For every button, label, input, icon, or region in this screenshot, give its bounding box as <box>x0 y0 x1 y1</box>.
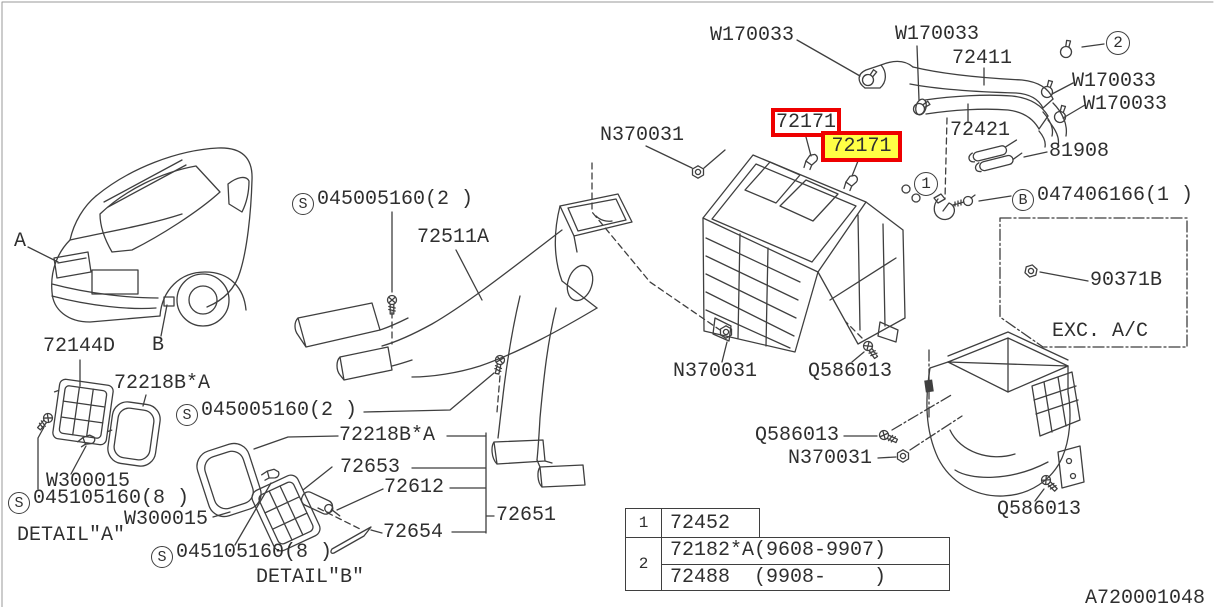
fastener-number: 045005160(2 ) <box>317 188 474 211</box>
part-label-w170033-2: W170033 <box>895 23 980 46</box>
table-key-cell: 1 <box>626 509 662 537</box>
callout-circle-2-table: 2 <box>638 555 649 573</box>
table-value-72182a: 72182*A(9608-9907) <box>670 539 887 563</box>
part-label-90371b: 90371B <box>1090 269 1163 292</box>
parts-table-row-1: 1 72452 <box>625 508 760 538</box>
blower-unit <box>891 331 1085 497</box>
leader-lines <box>27 39 1105 546</box>
part-label-n370031-bottom: N370031 <box>673 360 758 383</box>
lever-72612 <box>300 491 341 517</box>
note-exc-ac: EXC. A/C <box>1052 320 1149 343</box>
screw-icon-duct-2 <box>492 354 506 376</box>
screw-icon-q586013-blower-side <box>877 428 900 446</box>
hanger-hook-callout-1 <box>933 193 956 221</box>
screw-icon-q586013-heater <box>861 339 881 361</box>
s-circle-icon: S <box>292 193 314 215</box>
part-label-w170033-4: W170033 <box>1083 93 1168 116</box>
fastener-number: 045105160(8 ) <box>176 541 333 564</box>
part-label-72653: 72653 <box>340 456 401 479</box>
s-circle-icon: S <box>8 492 30 514</box>
part-label-n370031-blower: N370031 <box>788 447 873 470</box>
part-label-w170033-1: W170033 <box>710 24 795 47</box>
part-label-w300015-1: W300015 <box>46 470 131 493</box>
part-label-72654: 72654 <box>383 521 444 544</box>
fastener-number: 045105160(8 ) <box>33 487 190 510</box>
fastener-number: 047406166(1 ) <box>1037 184 1194 207</box>
part-label-72612: 72612 <box>384 476 445 499</box>
clamp-icon-callout-2 <box>1055 38 1079 61</box>
part-label-72511a: 72511A <box>417 226 490 249</box>
view-label-b: B <box>152 334 165 357</box>
callout-circle-1: 1 <box>914 172 938 196</box>
vent-grille-72144d <box>52 378 114 446</box>
fastener-number: 045005160(2 ) <box>201 399 358 422</box>
bolt-047406166 <box>952 194 976 207</box>
gasket-72218ba-detail-b <box>196 442 262 518</box>
highlighted-part-label-72171-b[interactable]: 72171 <box>821 131 902 162</box>
table-value-72488: 72488 (9908- ) <box>662 563 949 591</box>
pipe-bracket-81908 <box>968 139 1023 173</box>
exc-ac-box <box>999 217 1188 348</box>
part-label-72651: 72651 <box>496 504 557 527</box>
nut-icon-n370031-blower <box>896 449 910 463</box>
car-rear-view <box>51 147 253 327</box>
detail-b-title: DETAIL"B" <box>256 566 365 589</box>
heater-unit <box>702 149 921 353</box>
callout-circle-2: 2 <box>1106 31 1130 55</box>
part-label-72218ba-2: 72218B*A <box>339 424 436 447</box>
b-circle-icon: B <box>1012 189 1034 211</box>
duct-72511a <box>294 193 633 488</box>
part-label-72421: 72421 <box>950 119 1011 142</box>
callout-circle-1-table: 1 <box>638 514 649 532</box>
table-value-72452: 72452 <box>670 511 731 535</box>
detail-a-title: DETAIL"A" <box>17 524 126 547</box>
nut-icon-90371b <box>1023 263 1039 279</box>
clamp-icon-w170033-3 <box>1036 78 1060 101</box>
view-label-a: A <box>14 230 27 253</box>
screw-icon-detail-a <box>34 411 55 433</box>
heater-hoses <box>858 60 1068 148</box>
clip-icon-detail-b <box>259 464 281 486</box>
part-label-72218ba-1: 72218B*A <box>114 372 211 395</box>
part-label-72144d: 72144D <box>43 335 116 358</box>
part-label-w300015-2: W300015 <box>124 508 209 531</box>
drawing-ref-code: A720001048 <box>1085 587 1206 607</box>
part-label-81908: 81908 <box>1049 140 1110 163</box>
screw-icon-duct-1 <box>386 294 398 315</box>
part-label-q586013-heater: Q586013 <box>808 360 893 383</box>
s-circle-icon: S <box>151 546 173 568</box>
part-label-q586013-blower-side: Q586013 <box>755 424 840 447</box>
part-label-72411: 72411 <box>952 47 1013 70</box>
clip-icon-72171-b <box>841 174 860 193</box>
nut-icon-n370031-top <box>691 165 705 179</box>
part-label-q586013-blower-bottom: Q586013 <box>997 498 1082 521</box>
rod-72654 <box>330 526 372 554</box>
s-circle-icon: S <box>176 404 198 426</box>
part-label-w170033-3: W170033 <box>1072 70 1157 93</box>
gasket-72218ba-detail-a <box>107 401 161 467</box>
table-key-cell: 2 <box>626 538 662 590</box>
parts-table-row-2: 2 72182*A(9608-9907) 72488 (9908- ) <box>625 537 950 591</box>
vent-grille-72653 <box>251 474 321 552</box>
clip-icon-w300015-a <box>75 431 97 452</box>
part-label-n370031-top: N370031 <box>600 124 685 147</box>
